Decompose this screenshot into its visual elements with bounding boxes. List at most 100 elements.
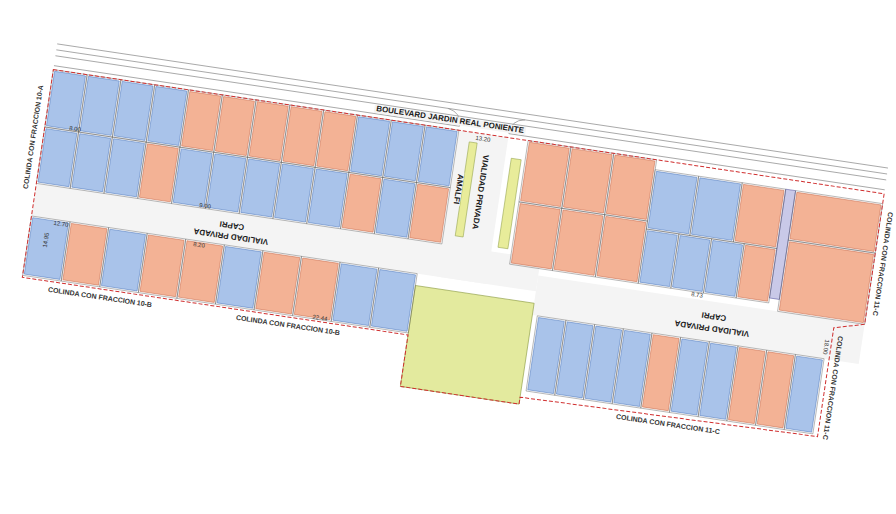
dimension: 12.70 [53,220,69,228]
boundary-note: COLINDA CON FRACCION 11-C [871,212,893,317]
road-name: VIALIDAD PRIVADA [470,152,490,232]
lot [80,76,119,135]
lot-outline [172,147,214,208]
lot [308,169,347,227]
lot [283,107,322,166]
lot-outline [331,262,378,327]
lot [173,149,212,207]
lot-outline [180,90,222,152]
lot-outline [146,85,188,147]
lot-outline [784,354,824,433]
road-name: VIALIDAD PRIVADA [673,318,753,338]
lot [148,86,187,145]
lot [249,102,288,161]
lot [63,223,107,285]
dimension: 14.95 [42,233,50,249]
lot-outline [733,183,785,249]
lot [38,129,77,187]
property-boundary [15,70,884,453]
lot [786,356,823,432]
road-name: BOULEVARD JARDIN REAL PONIENTE [374,105,527,136]
lot [511,204,560,269]
lot [182,92,221,151]
lot [179,241,223,303]
lot [101,229,145,291]
boundary-note: COLINDA CON FRACCION 10-A [22,85,44,190]
lot [418,127,457,186]
lot-outline [293,256,340,321]
lot-outline [104,137,146,198]
lot-outline [254,251,301,316]
lot-outline [239,157,281,218]
lot [207,154,246,212]
road-name: CAPRI [699,310,729,322]
lot-outline [416,125,458,187]
lot [640,231,677,287]
lot-outline [671,234,712,293]
lot [705,240,742,296]
lot [554,210,603,275]
lot [24,218,68,280]
lot [597,216,646,281]
lot-outline [646,170,698,236]
lot-outline [370,268,417,333]
lot [735,184,784,246]
lot-outline [778,240,876,324]
lot [333,264,377,326]
lot [376,179,415,237]
lot-outline [45,70,87,132]
lot-outline [703,239,744,298]
lot [779,242,873,323]
lot [140,235,184,297]
lot-outline [112,80,154,142]
lot [215,97,254,156]
dimension: 9.00 [199,203,211,211]
lot-outline [138,233,185,298]
lot-outline [736,244,777,303]
road-name: CAPRI [218,219,248,231]
lot-outline [383,120,425,182]
green-area [400,285,534,404]
lot [317,112,356,171]
plan-group [15,44,888,453]
lot-outline [177,239,224,304]
lot-outline [349,115,391,177]
lot [217,247,261,309]
road-name: AMALFI [452,171,465,206]
lot [563,149,612,213]
lot [606,155,655,219]
dimension: 8.00 [69,126,81,134]
lot [648,171,697,233]
lots [17,70,884,439]
lot-outline [214,95,256,157]
lot [106,139,145,197]
lot-outline [315,110,357,172]
dimension: 18.00 [822,339,830,355]
dimension: 13.20 [475,135,491,143]
lot-outline [100,228,147,293]
lot-outline [690,176,742,242]
boundary-note: COLINDA CON FRACCION 11-C [615,413,720,435]
lot [692,178,741,240]
lot [46,71,85,130]
lot [351,117,390,176]
lot-outline [374,177,416,238]
lot [256,252,300,314]
dimension: 22.44 [312,314,328,322]
lot [139,144,178,202]
dimension: 8.20 [193,241,205,249]
lot [371,270,415,332]
lot-outline [205,152,247,213]
lot-outline [273,162,315,223]
lot [384,122,423,181]
lot [673,236,710,292]
lot-outline [61,222,108,287]
lot [342,174,381,232]
lot [241,159,280,217]
lot-outline [281,105,323,167]
lot-outline [79,75,121,137]
lot [410,184,449,242]
lot-outline [138,142,180,203]
lot-outline [408,183,450,244]
